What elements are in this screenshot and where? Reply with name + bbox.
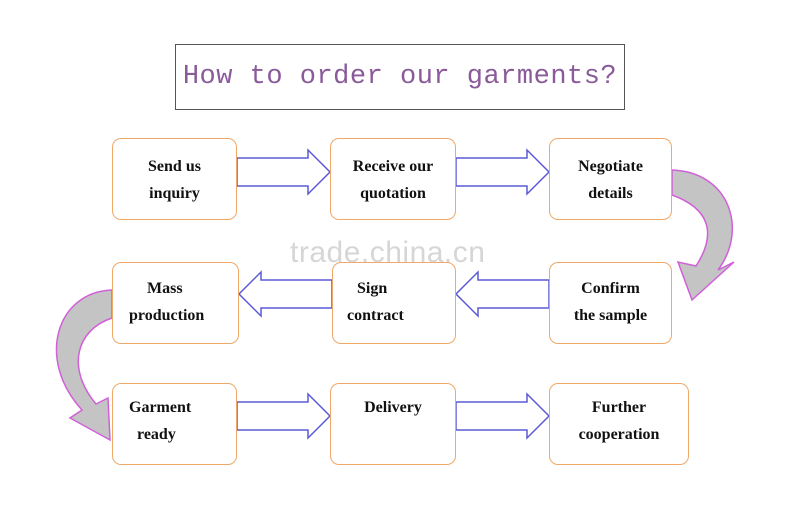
arrow-garment-to-delivery xyxy=(236,392,332,440)
step-label: Further xyxy=(591,399,647,416)
title-box: How to order our garments? xyxy=(175,44,625,110)
step-label: Mass xyxy=(147,280,183,297)
step-garment-ready: Garment ready xyxy=(112,383,237,465)
step-label: cooperation xyxy=(578,426,660,443)
curve-negotiate-to-confirm xyxy=(671,169,735,302)
arrow-sign-to-mass xyxy=(237,270,333,318)
step-further-cooperation: Further cooperation xyxy=(549,383,689,465)
watermark-text: trade.china.cn xyxy=(290,236,486,269)
step-label: details xyxy=(588,185,633,202)
curve-mass-to-garment xyxy=(55,289,113,442)
step-label: production xyxy=(129,307,205,324)
step-delivery: Delivery xyxy=(330,383,456,465)
step-receive-quotation: Receive our quotation xyxy=(330,138,456,220)
diagram-title: How to order our garments? xyxy=(182,62,618,92)
step-mass-production: Mass production xyxy=(112,262,239,344)
arrow-delivery-to-further xyxy=(455,392,551,440)
step-negotiate-details: Negotiate details xyxy=(549,138,672,220)
step-label: inquiry xyxy=(149,185,200,202)
step-sign-contract: Sign contract xyxy=(332,262,456,344)
step-label: the sample xyxy=(573,307,648,324)
step-label: Send us xyxy=(148,158,201,175)
step-label: quotation xyxy=(360,185,426,202)
arrow-send-to-receive xyxy=(236,148,332,196)
step-send-inquiry: Send us inquiry xyxy=(112,138,237,220)
step-confirm-sample: Confirm the sample xyxy=(549,262,672,344)
step-label: Receive our xyxy=(352,158,434,175)
step-label: Confirm xyxy=(581,280,640,297)
step-label: Negotiate xyxy=(578,158,643,175)
step-label: contract xyxy=(347,307,404,324)
step-label: Sign xyxy=(357,280,388,297)
step-label: ready xyxy=(137,426,176,443)
arrow-confirm-to-sign xyxy=(454,270,550,318)
step-label: Delivery xyxy=(364,399,422,416)
arrow-receive-to-negotiate xyxy=(455,148,551,196)
step-label: Garment xyxy=(129,399,192,416)
